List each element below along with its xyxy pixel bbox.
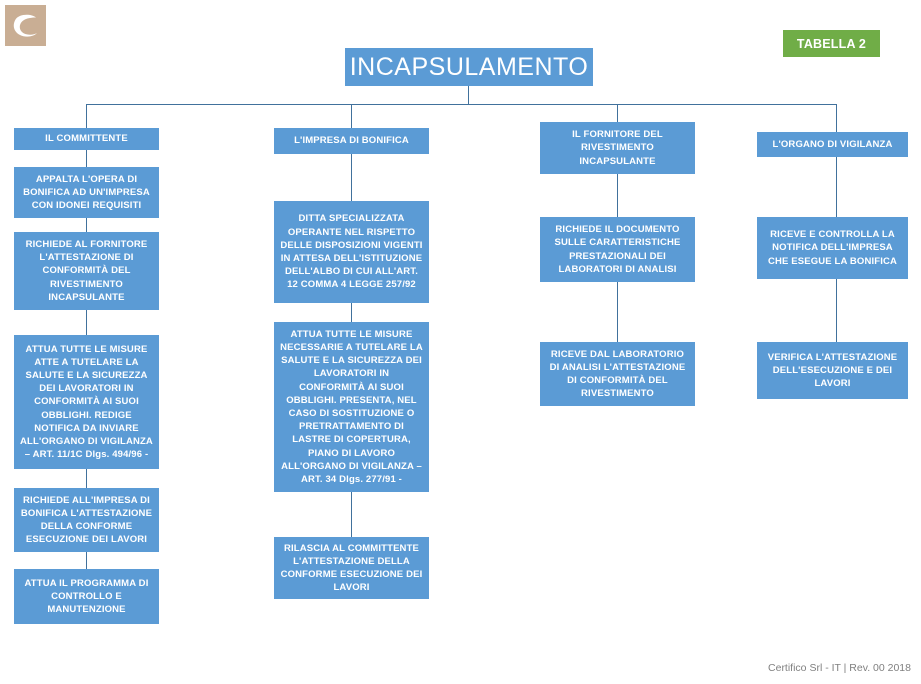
connector-drop-col1 [86, 104, 87, 128]
root-title-box: INCAPSULAMENTO [345, 48, 593, 86]
step-box-committente-5: ATTUA IL PROGRAMMA DI CONTROLLO E MANUTE… [14, 569, 159, 624]
connector-col2-3 [351, 492, 352, 537]
connector-root-stem [468, 86, 469, 104]
step-box-committente-4: RICHIEDE ALL'IMPRESA DI BONIFICA L'ATTES… [14, 488, 159, 552]
connector-drop-col4 [836, 104, 837, 132]
connector-drop-col3 [617, 104, 618, 128]
connector-col2-1 [351, 154, 352, 201]
column-header-impresa-bonifica: L'IMPRESA DI BONIFICA [274, 128, 429, 154]
connector-col1-5 [86, 552, 87, 569]
footer-credit: Certifico Srl - IT | Rev. 00 2018 [768, 662, 911, 674]
connector-col2-2 [351, 303, 352, 322]
step-box-impresa-3: RILASCIA AL COMMITTENTE L'ATTESTAZIONE D… [274, 537, 429, 599]
connector-distribution-bar [86, 104, 836, 105]
step-box-organo-1: RICEVE E CONTROLLA LA NOTIFICA DELL'IMPR… [757, 217, 908, 279]
connector-col4-2 [836, 279, 837, 342]
connector-col4-1 [836, 157, 837, 217]
connector-col1-1 [86, 150, 87, 167]
connector-col1-3 [86, 310, 87, 335]
step-box-impresa-1: DITTA SPECIALIZZATA OPERANTE NEL RISPETT… [274, 201, 429, 303]
connector-col1-4 [86, 469, 87, 488]
step-box-fornitore-2: RICEVE DAL LABORATORIO DI ANALISI L'ATTE… [540, 342, 695, 406]
step-box-impresa-2: ATTUA TUTTE LE MISURE NECESSARIE A TUTEL… [274, 322, 429, 492]
step-box-committente-3: ATTUA TUTTE LE MISURE ATTE A TUTELARE LA… [14, 335, 159, 469]
column-header-organo-vigilanza: L'ORGANO DI VIGILANZA [757, 132, 908, 157]
step-box-committente-1: APPALTA L'OPERA DI BONIFICA AD UN'IMPRES… [14, 167, 159, 218]
connector-col1-2 [86, 218, 87, 232]
certifico-logo [5, 5, 46, 46]
connector-col3-2 [617, 282, 618, 342]
tabella-badge: TABELLA 2 [783, 30, 880, 57]
connector-drop-col2 [351, 104, 352, 128]
column-header-fornitore: IL FORNITORE DEL RIVESTIMENTO INCAPSULAN… [540, 122, 695, 174]
connector-col3-1 [617, 174, 618, 217]
step-box-organo-2: VERIFICA L'ATTESTAZIONE DELL'ESECUZIONE … [757, 342, 908, 399]
step-box-fornitore-1: RICHIEDE IL DOCUMENTO SULLE CARATTERISTI… [540, 217, 695, 282]
step-box-committente-2: RICHIEDE AL FORNITORE L'ATTESTAZIONE DI … [14, 232, 159, 310]
column-header-committente: IL COMMITTENTE [14, 128, 159, 150]
